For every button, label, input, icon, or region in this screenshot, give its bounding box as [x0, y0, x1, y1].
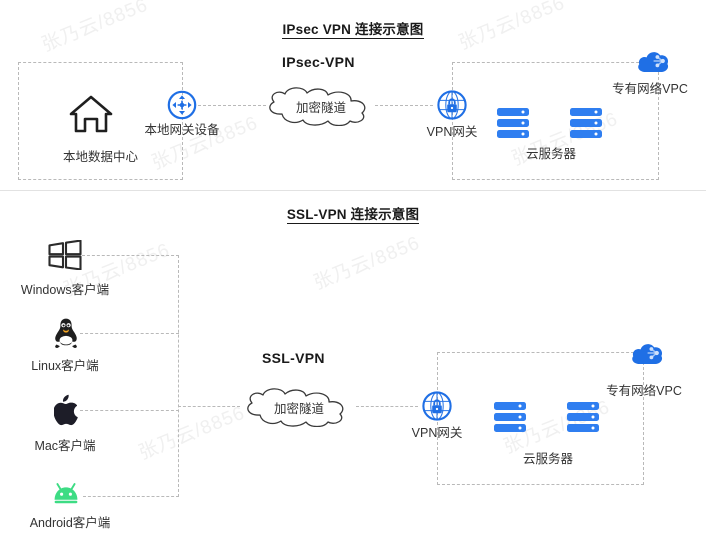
android-client-label: Android客户端	[29, 516, 111, 530]
vpc-label: 专有网络VPC	[612, 82, 688, 96]
linux-penguin-icon[interactable]	[52, 317, 80, 349]
server-stack-icon[interactable]	[496, 106, 530, 140]
onprem-datacenter-box	[18, 62, 183, 180]
section-divider	[0, 190, 706, 191]
apple-logo-icon[interactable]	[53, 394, 80, 426]
cloud-network-icon[interactable]	[630, 340, 664, 366]
connector-tunnel-to-gateway	[375, 105, 433, 106]
server-stack-icon[interactable]	[493, 400, 527, 434]
server-stack-icon[interactable]	[569, 106, 603, 140]
connector-windows-to-bus	[82, 255, 179, 256]
windows-client-label: Windows客户端	[20, 283, 110, 297]
ipsec-vpn-tag: IPsec-VPN	[282, 54, 355, 70]
vpn-gateway-lock-icon[interactable]	[436, 89, 468, 121]
onprem-gateway-device-label: 本地网关设备	[144, 123, 220, 137]
connector-mac-to-bus	[80, 410, 179, 411]
encrypted-tunnel-label: 加密隧道	[295, 100, 346, 115]
cloud-server-label: 云服务器	[522, 452, 573, 466]
cloud-network-icon[interactable]	[636, 48, 670, 74]
ssl-section-title-text: SSL-VPN 连接示意图	[286, 207, 420, 224]
android-robot-icon[interactable]	[49, 482, 83, 508]
mac-client-label: Mac客户端	[34, 439, 96, 453]
connector-android-to-bus	[83, 496, 179, 497]
server-stack-icon[interactable]	[566, 400, 600, 434]
connector-router-to-tunnel	[198, 105, 266, 106]
vpn-gateway-lock-icon[interactable]	[421, 390, 453, 422]
encrypted-tunnel-cloud: 加密隧道	[240, 387, 358, 428]
router-icon[interactable]	[167, 90, 197, 120]
ssl-vpn-gateway-label: VPN网关	[411, 426, 463, 440]
vpc-box	[452, 62, 659, 180]
linux-client-label: Linux客户端	[31, 359, 99, 373]
ssl-section-title: SSL-VPN 连接示意图	[0, 203, 706, 224]
ipsec-section-title-text: IPsec VPN 连接示意图	[282, 22, 424, 39]
vpc-label: 专有网络VPC	[606, 384, 682, 398]
ipsec-section-title: IPsec VPN 连接示意图	[0, 18, 706, 39]
windows-logo-icon[interactable]	[48, 239, 82, 271]
connector-linux-to-bus	[80, 333, 179, 334]
watermark: 张乃云/8856	[310, 232, 424, 295]
encrypted-tunnel-cloud: 加密隧道	[262, 86, 380, 127]
watermark: 张乃云/8856	[135, 402, 249, 465]
client-bus-line	[178, 255, 179, 497]
cloud-server-label: 云服务器	[525, 147, 576, 161]
onprem-datacenter-label: 本地数据中心	[62, 150, 138, 164]
ssl-vpn-tag: SSL-VPN	[262, 350, 325, 366]
home-icon	[68, 93, 114, 135]
connector-bus-to-tunnel	[178, 406, 240, 407]
ipsec-vpn-gateway-label: VPN网关	[426, 125, 478, 139]
connector-tunnel-to-gateway	[356, 406, 418, 407]
encrypted-tunnel-label: 加密隧道	[273, 401, 324, 416]
